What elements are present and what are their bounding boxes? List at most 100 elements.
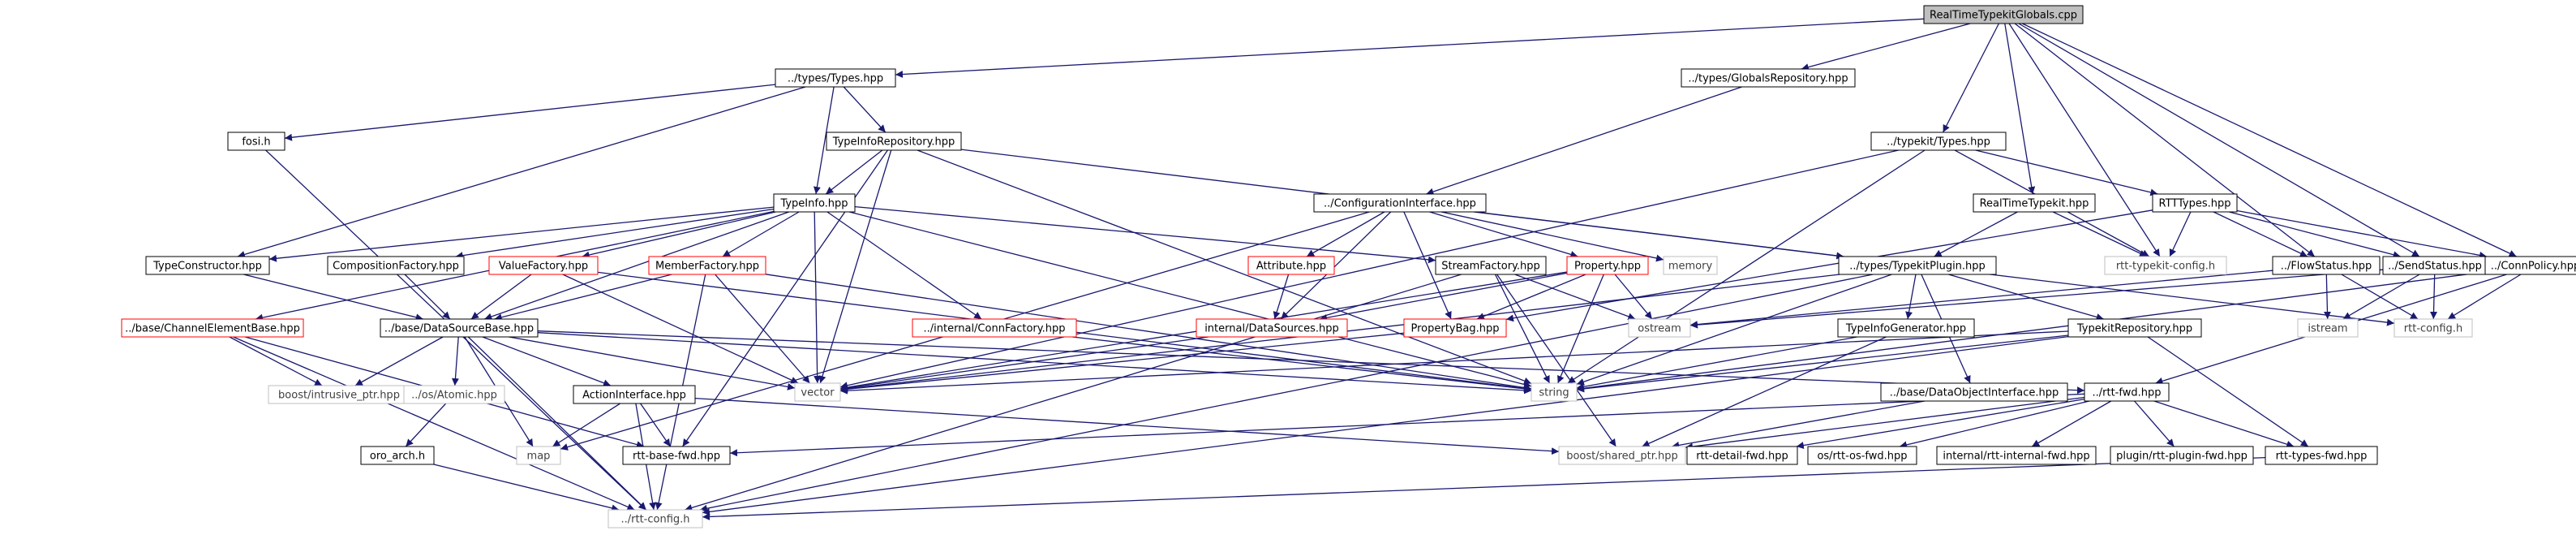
node-internal_datasources[interactable]: internal/DataSources.hpp [1196,318,1348,338]
node-label-internal_connfactory: ../internal/ConnFactory.hpp [924,323,1066,335]
edge-typeinfo_generator-to-string [1576,336,1857,390]
node-plugin_rtt_plugin_fwd[interactable]: plugin/rtt-plugin-fwd.hpp [2110,446,2254,465]
node-type_constructor[interactable]: TypeConstructor.hpp [145,256,270,275]
edge-datasource_base-to-rtt_fwd [537,330,2085,395]
node-label-boost_shared_ptr: boost/shared_ptr.hpp [1566,451,1678,463]
node-connpolicy[interactable]: ../ConnPolicy.hpp [2484,256,2576,275]
node-action_iface[interactable]: ActionInterface.hpp [573,385,696,404]
node-box-action_iface [573,385,696,404]
node-typeinfo_generator[interactable]: TypeInfoGenerator.hpp [1837,318,1975,338]
edge-typeinfo-to-stream_factory [854,205,1436,264]
node-member_factory[interactable]: MemberFactory.hpp [648,256,766,275]
node-label-vector: vector [801,387,835,399]
node-fosi[interactable]: fosi.h [227,132,286,151]
edge-config_iface-to-propertybag [1403,211,1452,320]
node-label-propertybag: PropertyBag.hpp [1410,323,1499,335]
node-value_factory[interactable]: ValueFactory.hpp [488,256,599,275]
node-channel_element[interactable]: ../base/ChannelElementBase.hpp [121,318,304,338]
node-box-stream_factory [1435,256,1547,275]
node-label-member_factory: MemberFactory.hpp [655,261,759,273]
edge-flowstatus-to-istream [2323,274,2331,320]
node-label-internal_datasources: internal/DataSources.hpp [1204,323,1339,335]
edge-value_factory-to-vector [562,274,799,384]
edge-rtt_fwd-to-rtt_detail_fwd [1796,398,2085,449]
edge-internal_datasources-to-vector [839,336,1209,392]
node-rt_typekit[interactable]: RealTimeTypekit.hpp [1973,193,2096,213]
node-globals_repo[interactable]: ../types/GlobalsRepository.hpp [1681,68,1856,88]
node-config_iface[interactable]: ../ConfigurationInterface.hpp [1313,193,1487,213]
edge-rtt_fwd-to-boost_shared_ptr [1685,396,2085,451]
node-box-internal_rtt_internal_fwd [1936,446,2097,465]
node-stream_factory[interactable]: StreamFactory.hpp [1435,256,1547,275]
edge-attribute-to-internal_datasources [1273,274,1290,320]
edge-typekit_types-to-string [1567,149,1926,384]
node-propertybag[interactable]: PropertyBag.hpp [1403,318,1507,338]
node-ostream: ostream [1628,318,1691,338]
node-types_types[interactable]: ../types/Types.hpp [775,68,896,88]
node-box-oro_arch [360,446,435,465]
node-label-rtt_types_fwd: rtt-types-fwd.hpp [2276,451,2368,463]
node-label-string: string [1539,387,1569,399]
node-box-memory [1663,256,1718,275]
node-box-string [1531,382,1578,402]
edge-member_factory-to-string [765,274,1532,391]
node-rtt_fwd[interactable]: ../rtt-fwd.hpp [2084,382,2170,402]
node-label-rtt_base_fwd: rtt-base-fwd.hpp [633,451,720,463]
node-dataobject_iface[interactable]: ../base/DataObjectInterface.hpp [1880,382,2068,402]
node-typekit_repo[interactable]: TypekitRepository.hpp [2067,318,2202,338]
edge-action_iface-to-boost_shared_ptr [694,397,1560,455]
node-oro_arch[interactable]: oro_arch.h [360,446,435,465]
node-attribute[interactable]: Attribute.hpp [1247,256,1335,275]
edge-member_factory-to-datasource_base [494,274,672,321]
edge-value_factory-to-datasource_base [470,274,532,320]
node-box-rtt_config_h [2394,318,2473,338]
node-rtt_types_fwd[interactable]: rtt-types-fwd.hpp [2265,446,2378,465]
node-datasource_base[interactable]: ../base/DataSourceBase.hpp [380,318,539,338]
node-box-rt_typekit [1973,193,2096,213]
node-box-root [1923,5,2084,24]
edge-typeinfo_repo-to-typeinfo [825,149,883,195]
edge-datasource_base-to-vector [509,336,796,390]
node-label-attribute: Attribute.hpp [1256,261,1326,273]
edge-rtttypes-to-connpolicy [2236,209,2488,259]
edge-typeinfo-to-vector [814,211,822,384]
edge-typekit_plugin-to-rtt_config_dotdot [699,274,1874,512]
edge-rtttypes-to-flowstatus [2213,211,2308,257]
node-box-internal_connfactory [912,318,1077,338]
node-os_atomic: ../os/Atomic.hpp [403,385,505,404]
node-label-rt_typekit: RealTimeTypekit.hpp [1980,198,2089,210]
node-typeinfo_repo[interactable]: TypeInfoRepository.hpp [826,132,962,151]
node-box-types_types [775,68,896,88]
edge-member_factory-to-vector [715,274,810,384]
node-box-composition_factory [327,256,465,275]
edge-types_types-to-fosi [284,84,776,141]
node-internal_rtt_internal_fwd[interactable]: internal/rtt-internal-fwd.hpp [1936,446,2097,465]
node-typekit_plugin[interactable]: ../types/TypekitPlugin.hpp [1838,256,1997,275]
node-sendstatus[interactable]: ../SendStatus.hpp [2382,256,2488,275]
node-box-typeinfo_repo [826,132,962,151]
node-rtttypes[interactable]: RTTTypes.hpp [2152,193,2238,213]
node-internal_connfactory[interactable]: ../internal/ConnFactory.hpp [912,318,1077,338]
node-label-type_constructor: TypeConstructor.hpp [152,261,262,273]
node-composition_factory[interactable]: CompositionFactory.hpp [327,256,465,275]
node-property[interactable]: Property.hpp [1566,256,1649,275]
node-box-typeinfo_generator [1837,318,1975,338]
node-label-typekit_types: ../typekit/Types.hpp [1887,136,1990,149]
node-label-os_rtt_os_fwd: os/rtt-os-fwd.hpp [1817,451,1907,463]
node-label-memory: memory [1668,261,1713,273]
edge-rtt_types_fwd-to-rtt_config_dotdot [702,456,2266,520]
edge-rtttypes-to-propertybag [1505,209,2153,322]
node-root[interactable]: RealTimeTypekitGlobals.cpp [1923,5,2084,24]
node-rtt_detail_fwd[interactable]: rtt-detail-fwd.hpp [1686,446,1798,465]
node-typekit_types[interactable]: ../typekit/Types.hpp [1870,132,2007,151]
edge-channel_element-to-rtt_config_dotdot [233,336,635,511]
node-typeinfo[interactable]: TypeInfo.hpp [773,193,856,213]
edge-flowstatus-to-rtt_config_h [2341,274,2419,320]
node-os_rtt_os_fwd[interactable]: os/rtt-os-fwd.hpp [1807,446,1917,465]
edge-config_iface-to-internal_datasources [1280,211,1392,320]
node-rtt_base_fwd[interactable]: rtt-base-fwd.hpp [622,446,731,465]
node-box-channel_element [121,318,304,338]
node-box-istream [2297,318,2359,338]
node-flowstatus[interactable]: ../FlowStatus.hpp [2272,256,2381,275]
node-typekit_config: rtt-typekit-config.h [2104,256,2227,275]
